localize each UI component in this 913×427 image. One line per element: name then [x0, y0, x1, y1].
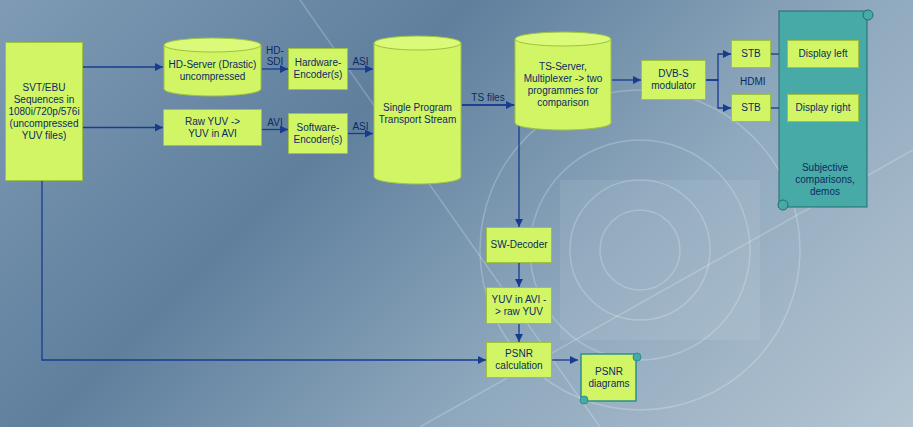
connector-arrow [612, 79, 641, 80]
node-text: Raw YUV -> YUV in AVI [181, 116, 245, 140]
edge-label: ASI [352, 121, 368, 132]
encoder-box: Software-Encoder(s) [288, 113, 348, 154]
stb-box: STB [731, 40, 771, 68]
node-text: Display left [799, 48, 848, 60]
edge-label: AVI [267, 117, 282, 128]
node-text: YUV in AVI -> raw YUV [490, 294, 548, 318]
connector-arrow [83, 127, 163, 128]
node-text: HD-Server (Drastic) uncompressed [167, 59, 258, 83]
edge-label: HD-SDI [264, 45, 286, 67]
stream-cylinder: Single Program Transport Stream [373, 36, 462, 184]
connector-arrow [83, 66, 163, 67]
scroll-panel: Subjective comparisons, demos Display lef… [775, 4, 875, 214]
node-text: STB [741, 48, 760, 60]
node-text: SVT/EBU Sequences in 1080i/720p/576i (un… [8, 82, 79, 142]
process-box: YUV in AVI -> raw YUV [486, 287, 552, 324]
node-text: PSNR calculation [490, 348, 548, 372]
document-scroll: PSNR diagrams [578, 350, 642, 406]
display-box: Display left [787, 40, 859, 68]
signal-label: HDMI [740, 76, 766, 87]
connector-arrow [706, 54, 731, 80]
connector-arrow [262, 68, 288, 69]
node-text: Hardware-Encoder(s) [292, 57, 344, 81]
process-box: Raw YUV -> YUV in AVI [163, 109, 262, 146]
node-text: TS-Server, Multiplexer -> two programmes… [518, 61, 608, 109]
node-text: Single Program Transport Stream [377, 102, 458, 126]
modulator-box: DVB-S modulator [641, 60, 706, 100]
connector-arrow [348, 68, 373, 69]
process-box: PSNR calculation [486, 342, 552, 378]
node-text: PSNR diagrams [584, 366, 634, 390]
node-text: DVB-S modulator [645, 68, 702, 92]
stb-box: STB [731, 94, 771, 122]
server-cylinder: HD-Server (Drastic) uncompressed [163, 38, 262, 96]
node-text: Software-Encoder(s) [292, 122, 344, 146]
node-text: SW-Decoder [490, 239, 547, 251]
connector-arrow [706, 80, 731, 108]
edge-label: ASI [352, 56, 368, 67]
node-text: STB [741, 102, 760, 114]
connector-arrow [518, 324, 519, 342]
connector-arrow [518, 263, 519, 287]
node-text: Display right [795, 102, 850, 114]
connector-arrow [552, 359, 578, 360]
node-text: Subjective comparisons, demos [785, 162, 865, 198]
connector-arrow [348, 133, 373, 134]
encoder-box: Hardware-Encoder(s) [288, 48, 348, 90]
source-box: SVT/EBU Sequences in 1080i/720p/576i (un… [5, 42, 83, 181]
edge-label: TS files [471, 92, 504, 103]
connector-arrow [42, 181, 486, 360]
connector-arrow [462, 105, 519, 227]
server-cylinder: TS-Server, Multiplexer -> two programmes… [514, 32, 612, 130]
decoder-box: SW-Decoder [486, 227, 552, 263]
display-box: Display right [787, 94, 859, 122]
connector-arrow [262, 129, 288, 130]
